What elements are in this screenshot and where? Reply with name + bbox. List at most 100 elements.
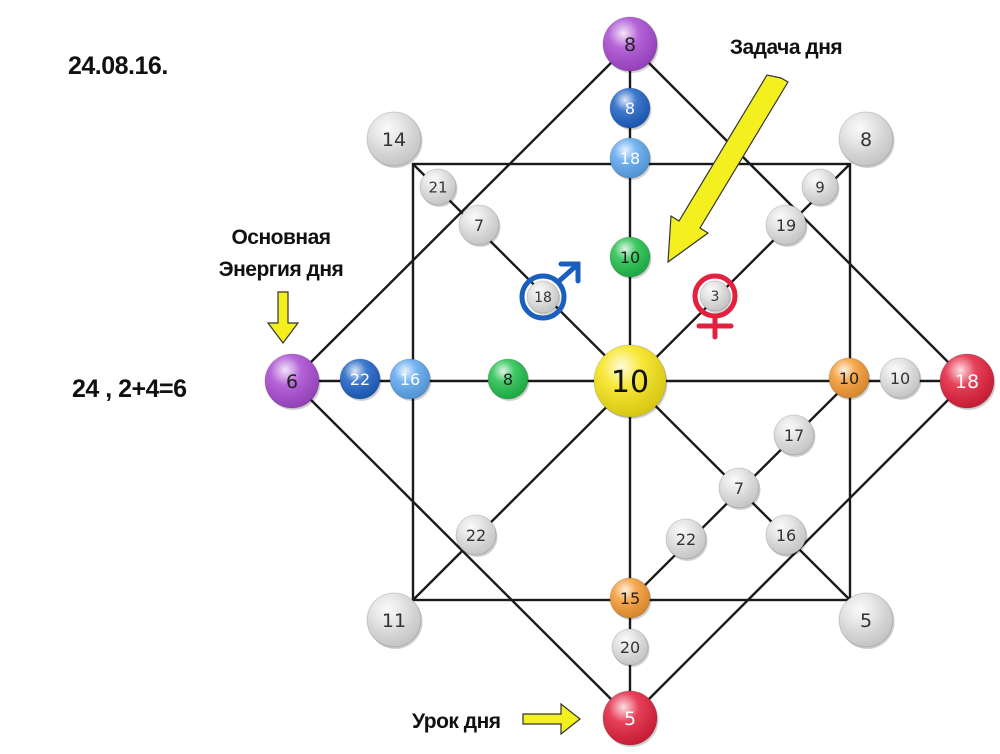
node-tl-inner: 7 [458,204,501,247]
calc-label: 24 , 2+4=6 [72,375,187,403]
node-gloss [390,359,430,399]
node-gloss [802,169,838,205]
node-gloss [774,415,814,455]
node-value: 7 [474,216,484,235]
node-value: 10 [890,369,910,388]
node-gloss [940,354,994,408]
node-gloss [488,359,528,399]
node-tr-inner: 19 [765,204,808,247]
node-gloss [719,468,759,508]
node-value: 7 [734,479,744,498]
node-value: 11 [382,610,406,632]
node-gloss [340,359,380,399]
node-gloss [456,515,496,555]
node-value: 22 [466,526,486,545]
node-gloss [367,112,421,166]
node-value: 5 [624,708,636,730]
node-corner-tl: 14 [366,111,423,168]
node-gloss [610,138,650,178]
node-bl-inner: 22 [455,514,498,557]
lesson-arrow [522,702,581,736]
node-value: 18 [620,149,640,168]
node-gloss [666,519,706,559]
node-value: 22 [676,530,696,549]
node-gloss [700,281,730,311]
node-corner-bl: 11 [366,592,423,649]
node-value: 8 [860,129,872,151]
node-value: 18 [955,371,979,393]
node-gloss [839,593,893,647]
node-gloss [880,358,920,398]
node-value: 22 [350,370,370,389]
node-gloss [839,112,893,166]
node-bottom-3: 15 [609,577,652,620]
task-label: Задача дня [730,36,842,59]
node-value: 6 [286,371,298,393]
node-left-3: 16 [389,358,432,401]
node-value: 17 [784,426,804,445]
node-line-7: 7 [718,467,761,510]
node-value: 19 [776,216,796,235]
node-corner-br: 5 [838,592,895,649]
node-right-2: 10 [828,357,871,400]
node-gloss [829,358,869,398]
node-gloss [527,281,559,313]
arrow-icon [266,74,789,736]
node-gloss [603,691,657,745]
node-gloss [420,169,456,205]
node-value: 8 [625,99,635,118]
node-gloss [766,205,806,245]
node-value: 3 [711,289,720,305]
node-value: 20 [620,638,640,657]
node-gloss [766,515,806,555]
node-br-inner: 16 [765,514,808,557]
main-energy-label-line1: Основная [231,226,330,249]
node-value: 10 [611,365,649,400]
lesson-label: Урок дня [412,710,501,733]
main-energy-label-line2: Энергия дня [219,258,344,281]
node-bottom: 5 [602,690,659,747]
node-left: 6 [264,353,321,410]
node-top-3: 18 [609,137,652,180]
female-symbol-icon [692,273,738,340]
node-top-4: 10 [609,236,652,279]
node-bottom-2: 20 [611,628,650,667]
node-value: 5 [860,610,872,632]
node-corner-tr: 8 [838,111,895,168]
task-arrow [667,74,789,264]
node-gloss [610,237,650,277]
node-gloss [265,354,319,408]
node-line-17: 17 [773,414,816,457]
node-gloss [612,629,648,665]
node-value: 10 [839,369,859,388]
node-value: 18 [534,290,552,306]
node-center: 10 [593,344,668,419]
node-gloss [594,345,666,417]
node-value: 9 [815,178,825,196]
node-value: 21 [428,178,447,196]
node-top-2: 8 [609,87,652,130]
node-value: 16 [776,526,796,545]
male-symbol-icon [519,261,581,321]
date-label: 24.08.16. [68,52,168,80]
node-female: 3 [699,280,732,313]
node-gloss [367,593,421,647]
main-energy-arrow [266,291,300,344]
node-value: 10 [620,248,640,267]
node-gloss [459,205,499,245]
node-line-22: 22 [665,518,708,561]
node-gloss [610,578,650,618]
node-gloss [603,17,657,71]
node-male: 18 [526,280,561,315]
node-value: 14 [382,129,406,151]
node-left-4: 8 [487,358,530,401]
node-value: 15 [620,589,640,608]
node-value: 16 [400,370,420,389]
node-right-3: 10 [879,357,922,400]
node-value: 8 [503,370,513,389]
node-left-2: 22 [339,358,382,401]
node-tl-outer: 21 [419,168,458,207]
node-value: 8 [624,34,636,56]
node-gloss [610,88,650,128]
